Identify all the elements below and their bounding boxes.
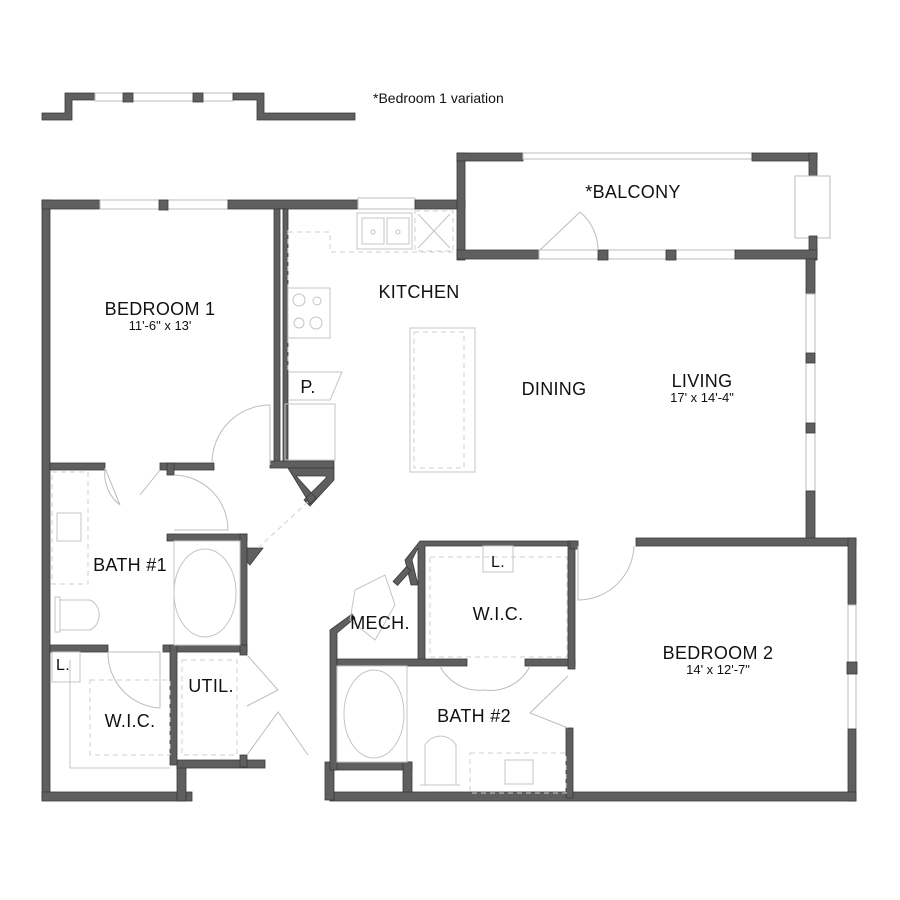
room-name: BATH #1 bbox=[93, 555, 167, 575]
room-name: L. bbox=[56, 657, 70, 674]
room-living: LIVING 17' x 14'-4" bbox=[670, 372, 734, 405]
kitchen-fixtures bbox=[284, 210, 476, 473]
room-name: BATH #2 bbox=[437, 706, 511, 726]
room-dining: DINING bbox=[522, 380, 587, 399]
room-mechanical: MECH. bbox=[350, 614, 410, 633]
room-name: W.I.C. bbox=[104, 711, 156, 731]
room-pantry: P. bbox=[300, 378, 315, 397]
room-name: BEDROOM 1 bbox=[104, 299, 216, 319]
room-name: L. bbox=[491, 554, 505, 571]
bedroom1-variation-inset bbox=[41, 92, 356, 121]
room-balcony: *BALCONY bbox=[585, 183, 680, 202]
room-bath-2: BATH #2 bbox=[437, 707, 511, 726]
room-bath-1: BATH #1 bbox=[93, 556, 167, 575]
room-utility: UTIL. bbox=[188, 677, 234, 696]
room-wic-1: W.I.C. bbox=[105, 712, 156, 731]
room-kitchen: KITCHEN bbox=[378, 283, 459, 302]
room-name: LIVING bbox=[671, 371, 733, 391]
room-dimensions: 11'-6" x 13' bbox=[128, 318, 192, 333]
room-linen-1: L. bbox=[56, 656, 70, 675]
room-name: W.I.C. bbox=[472, 604, 524, 624]
doors bbox=[104, 211, 635, 756]
room-name: DINING bbox=[521, 379, 587, 399]
room-bedroom-1: BEDROOM 1 11'-6" x 13' bbox=[105, 300, 216, 333]
room-dimensions: 14' x 12'-7" bbox=[686, 662, 750, 677]
room-name: KITCHEN bbox=[378, 282, 460, 302]
bath-fixtures bbox=[51, 471, 568, 794]
room-bedroom-2: BEDROOM 2 14' x 12'-7" bbox=[663, 644, 774, 677]
room-name: UTIL. bbox=[188, 676, 234, 696]
room-name: P. bbox=[300, 377, 316, 397]
room-name: MECH. bbox=[350, 613, 410, 633]
room-name: *BALCONY bbox=[585, 182, 681, 202]
walls bbox=[41, 152, 858, 802]
room-wic-2: W.I.C. bbox=[473, 605, 524, 624]
variation-note: *Bedroom 1 variation bbox=[373, 90, 504, 106]
room-linen-2: L. bbox=[491, 553, 505, 572]
room-dimensions: 17' x 14'-4" bbox=[670, 390, 734, 405]
room-name: BEDROOM 2 bbox=[662, 643, 774, 663]
